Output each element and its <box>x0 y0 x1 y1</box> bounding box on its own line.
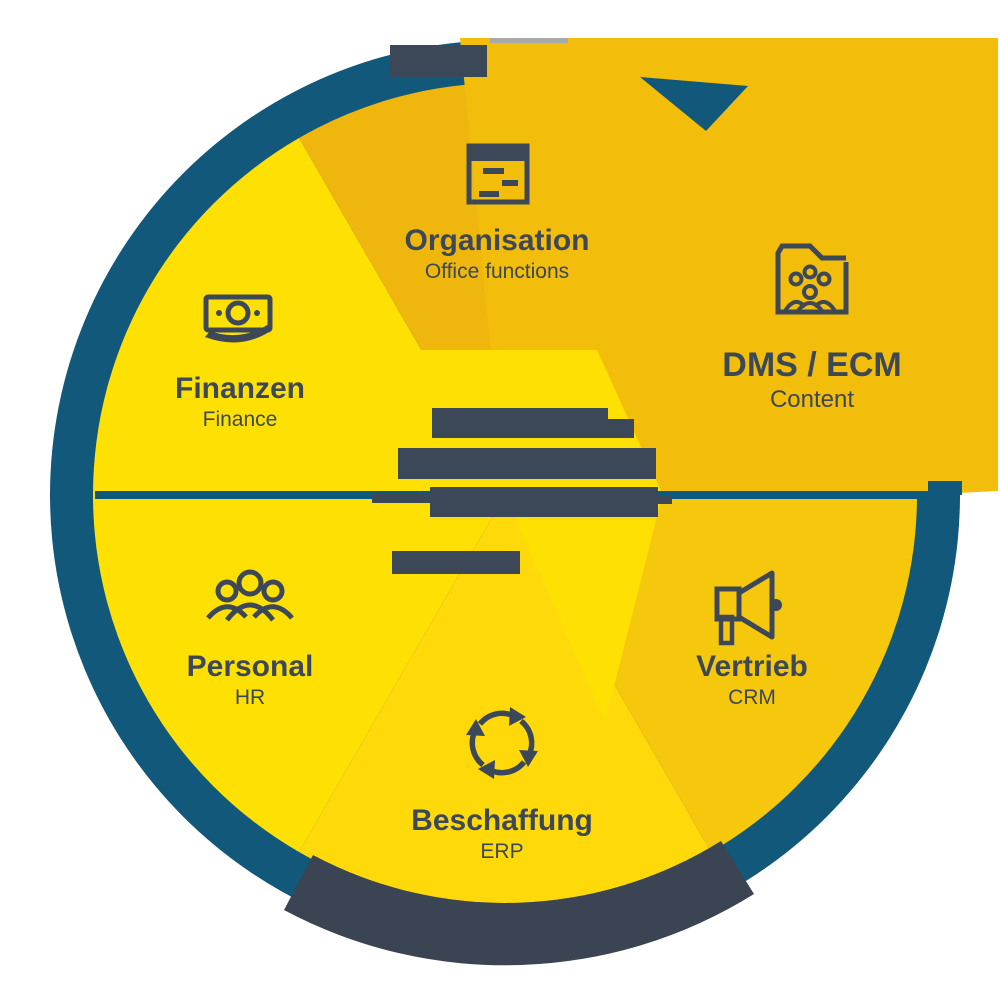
ring-notch-right <box>928 481 962 495</box>
ring-arc-bottom-navy <box>284 841 754 966</box>
sync-arrows-icon <box>466 707 538 779</box>
redacted-logo-block <box>432 408 608 438</box>
segment-subtitle: Finance <box>202 407 278 431</box>
segment-beschaffung <box>299 495 711 908</box>
segment-personal <box>92 495 506 852</box>
segment-finanzen <box>92 138 506 495</box>
top-gray-strip <box>490 38 568 43</box>
ring-top-navy-block <box>390 45 487 77</box>
folder-team-icon <box>775 243 849 315</box>
segment-title: Vertrieb <box>696 650 808 683</box>
segment-label-finanzen: Finanzen Finance <box>175 372 305 433</box>
redacted-logo-block <box>372 493 430 503</box>
ring-arrowhead-top-right <box>640 77 748 131</box>
segment-subtitle: HR <box>234 685 266 709</box>
segment-subtitle: ERP <box>480 839 524 863</box>
segment-subtitle: Office functions <box>424 259 570 283</box>
people-group-icon <box>206 569 294 622</box>
segment-label-beschaffung: Beschaffung ERP <box>411 804 593 865</box>
redacted-logo-block <box>430 487 658 517</box>
banknote-icon <box>203 294 273 343</box>
redacted-logo-tagline-block <box>392 551 520 574</box>
segment-label-personal: Personal HR <box>187 650 314 711</box>
segment-label-dms-ecm: DMS / ECM Content <box>722 346 901 415</box>
redacted-logo-block <box>398 448 656 479</box>
redacted-logo-block <box>606 419 634 438</box>
segment-title: Organisation <box>404 224 590 257</box>
megaphone-icon <box>714 570 782 646</box>
redacted-logo-block <box>656 495 672 504</box>
segment-subtitle: Content <box>769 386 855 414</box>
segment-title: Finanzen <box>174 372 306 405</box>
segment-title: Personal <box>186 650 314 683</box>
segment-title: DMS / ECM <box>722 346 902 384</box>
center-highlight-lower <box>505 495 662 722</box>
segment-title: Beschaffung <box>411 804 593 837</box>
redacted-center-logo <box>372 408 672 574</box>
segment-label-vertrieb: Vertrieb CRM <box>696 650 808 711</box>
window-tasklist-icon <box>466 143 530 205</box>
segment-label-organisation: Organisation Office functions <box>404 224 589 285</box>
segment-subtitle: CRM <box>728 685 776 709</box>
